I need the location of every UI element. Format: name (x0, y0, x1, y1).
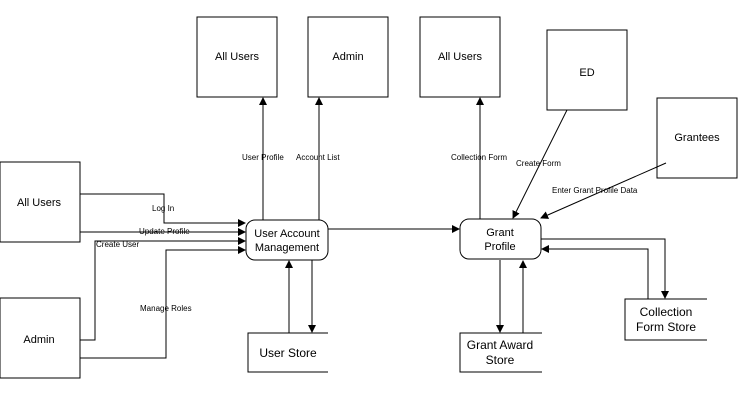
store-label-line-2: Form Store (636, 320, 696, 334)
entity-label: Grantees (674, 132, 720, 144)
flow-log-in (80, 193, 246, 227)
flow-label-create-form: Create Form (516, 159, 561, 168)
flow-label-enter-grant-profile-data: Enter Grant Profile Data (552, 186, 638, 195)
store-label-line-2: Store (486, 353, 515, 367)
flow-label-create-user: Create User (96, 240, 139, 249)
entity-all-users-left: All Users (0, 161, 81, 243)
entity-label: Admin (23, 334, 54, 346)
entity-grantees: Grantees (656, 97, 738, 179)
flow-label-update-profile: Update Profile (139, 227, 190, 236)
store-grant-award-store: Grant Award Store (459, 332, 542, 373)
flow-collection-store-to-grant-profile (541, 245, 649, 299)
flow-manage-roles (80, 246, 246, 359)
entity-label: All Users (17, 197, 62, 209)
store-label-line-1: Collection (640, 305, 693, 319)
flow-enter-grant-profile-data (540, 162, 667, 219)
process-user-account-management: User Account Management (245, 219, 329, 261)
entity-label: ED (579, 67, 594, 79)
flow-label-log-in: Log In (152, 204, 174, 213)
entity-label: Admin (332, 51, 363, 63)
entity-ed: ED (546, 29, 628, 111)
store-label-line-1: Grant Award (467, 338, 533, 352)
flow-grant-profile-to-collection-store (541, 238, 669, 299)
entity-admin-top: Admin (307, 16, 389, 98)
entity-admin-left: Admin (0, 297, 81, 379)
entity-all-users-top-1: All Users (196, 16, 278, 98)
flow-label-user-profile: User Profile (242, 153, 284, 162)
process-label-line-2: Management (255, 242, 319, 254)
store-collection-form-store: Collection Form Store (624, 298, 707, 341)
process-label-line-1: User Account (254, 228, 319, 240)
entity-all-users-top-2: All Users (419, 16, 501, 98)
flow-label-manage-roles: Manage Roles (140, 304, 192, 313)
store-label: User Store (259, 346, 317, 360)
entity-label: All Users (438, 51, 483, 63)
flow-label-collection-form: Collection Form (451, 153, 507, 162)
flow-create-form (512, 109, 568, 219)
process-grant-profile: Grant Profile (459, 218, 542, 260)
flow-create-user (80, 237, 246, 341)
store-user-store: User Store (247, 332, 328, 373)
flow-label-account-list: Account List (296, 153, 340, 162)
process-label-line-1: Grant (486, 227, 514, 239)
process-label-line-2: Profile (484, 241, 515, 253)
entity-label: All Users (215, 51, 260, 63)
